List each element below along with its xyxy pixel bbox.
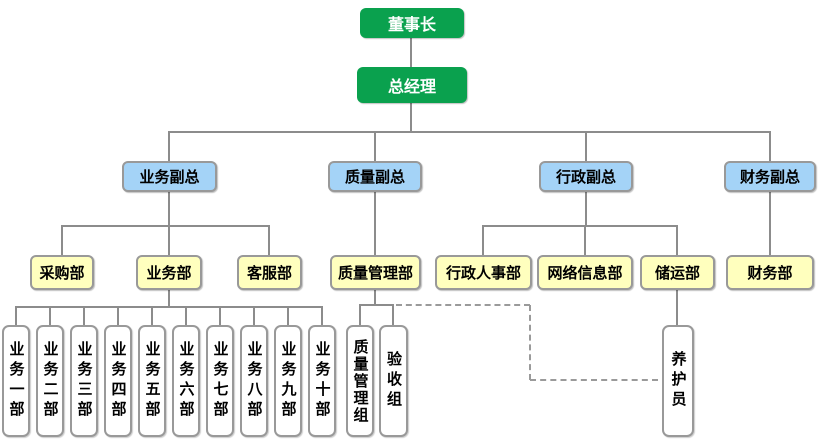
node-dept-storage-transport: 储运部 — [640, 255, 715, 290]
node-dept-quality-mgmt: 质量管理部 — [330, 255, 421, 290]
node-business-unit-10: 业务十部 — [308, 325, 336, 437]
connector-drop-unit4 — [117, 306, 119, 325]
node-business-unit-7: 业务七部 — [206, 325, 234, 437]
node-business-unit-3: 业务三部 — [70, 325, 98, 437]
node-vp-admin: 行政副总 — [539, 161, 633, 192]
node-business-unit-1: 业务一部 — [2, 325, 30, 437]
connector-units-bar — [15, 306, 323, 308]
connector-drop-unit8 — [253, 306, 255, 325]
node-dept-customer-service: 客服部 — [237, 255, 302, 290]
connector-business-bar — [61, 225, 269, 227]
node-business-unit-6: 业务六部 — [172, 325, 200, 437]
connector-drop-unit7 — [219, 306, 221, 325]
connector-gm-riser — [410, 103, 412, 133]
connector-qualitymgmt-riser — [374, 290, 376, 306]
connector-drop-purchasing — [61, 225, 63, 255]
node-maintenance-staff: 养护员 — [662, 325, 694, 437]
node-general-manager: 总经理 — [357, 67, 467, 103]
connector-drop-acceptancegroup — [392, 304, 394, 325]
connector-vpfinance-financedept — [769, 192, 771, 255]
connector-drop-unit6 — [185, 306, 187, 325]
dashed-connector-vertical — [529, 305, 531, 380]
connector-drop-unit5 — [151, 306, 153, 325]
connector-vp-bar — [169, 131, 771, 133]
node-vp-business: 业务副总 — [122, 161, 217, 192]
connector-drop-storage — [676, 225, 678, 255]
node-dept-purchasing: 采购部 — [30, 255, 94, 290]
connector-vpbusiness-riser — [168, 192, 170, 226]
node-dept-network-info: 网络信息部 — [537, 255, 633, 290]
connector-drop-unit9 — [287, 306, 289, 325]
connector-chairman-gm — [410, 38, 412, 67]
connector-drop-vp-business — [168, 131, 170, 161]
node-dept-business: 业务部 — [136, 255, 202, 290]
connector-drop-businessdept — [168, 225, 170, 255]
connector-drop-networkinfo — [584, 225, 586, 255]
dashed-connector-bottom — [530, 379, 658, 381]
node-acceptance-group: 验收组 — [379, 325, 408, 437]
connector-quality-bar — [359, 304, 394, 306]
connector-drop-unit3 — [83, 306, 85, 325]
connector-vpadmin-riser — [585, 192, 587, 226]
node-dept-finance: 财务部 — [726, 255, 814, 290]
connector-drop-unit10 — [321, 306, 323, 325]
connector-drop-unit1 — [15, 306, 17, 325]
connector-drop-vp-finance — [769, 131, 771, 161]
node-vp-finance: 财务副总 — [724, 161, 816, 192]
connector-storage-maintenance — [676, 290, 678, 325]
node-business-unit-8: 业务八部 — [240, 325, 268, 437]
connector-drop-vp-quality — [374, 131, 376, 161]
node-chairman: 董事长 — [360, 8, 464, 38]
node-quality-mgmt-group: 质量管理组 — [346, 325, 374, 437]
connector-drop-unit2 — [49, 306, 51, 325]
node-business-unit-4: 业务四部 — [104, 325, 132, 437]
node-business-unit-2: 业务二部 — [36, 325, 64, 437]
connector-drop-customerservice — [268, 225, 270, 255]
connector-businessdept-riser — [168, 290, 170, 307]
node-business-unit-5: 业务五部 — [138, 325, 166, 437]
connector-drop-qualitygroup — [359, 304, 361, 325]
dashed-connector-top — [396, 304, 530, 306]
connector-drop-adminhr — [482, 225, 484, 255]
connector-vpquality-qualitymgmt — [374, 192, 376, 255]
node-dept-admin-hr: 行政人事部 — [435, 255, 532, 290]
connector-admin-bar — [482, 225, 678, 227]
connector-drop-vp-admin — [585, 131, 587, 161]
node-vp-quality: 质量副总 — [328, 161, 422, 192]
node-business-unit-9: 业务九部 — [274, 325, 302, 437]
